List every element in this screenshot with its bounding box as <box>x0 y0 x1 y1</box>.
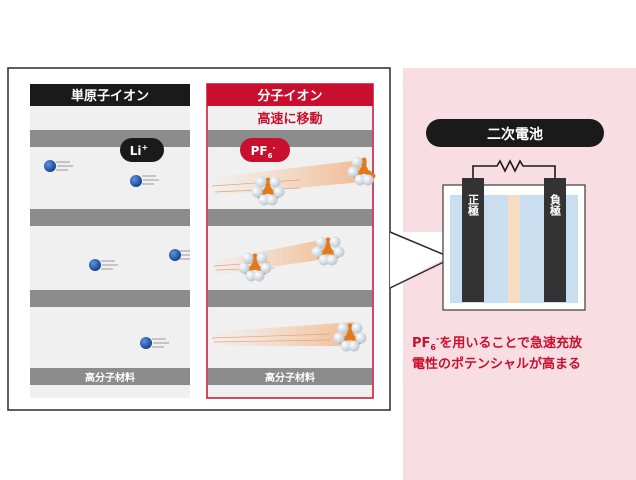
li-ion <box>140 337 169 349</box>
callout-line <box>389 257 453 289</box>
li-ion <box>44 160 73 172</box>
circuit-wire <box>472 159 556 180</box>
single-panel-footer: 高分子材料 <box>85 371 135 384</box>
battery-title-pill <box>426 119 604 147</box>
callout-line <box>389 231 453 259</box>
single-panel-header-bar <box>30 84 190 106</box>
li-ion <box>169 249 190 261</box>
pf6-ion-label-pill <box>240 138 290 162</box>
pf6-molecule <box>251 176 285 206</box>
pf6-molecule <box>333 322 367 352</box>
battery-caption-line1: PF6-を用いることで急速充放 <box>412 334 583 352</box>
negative-electrode <box>544 178 566 302</box>
molecular-panel-footer: 高分子材料 <box>265 371 315 384</box>
polymer-band <box>30 290 190 307</box>
negative-electrode-label: 負極 <box>549 193 563 217</box>
polymer-band <box>208 130 372 147</box>
molecular-ion-panel: 分子イオン 高速に移動 高分子材料 PF6- <box>206 83 376 399</box>
positive-electrode-label: 正極 <box>467 194 481 217</box>
pf6-molecule <box>238 252 272 282</box>
molecular-panel-subheader: 高速に移動 <box>257 111 322 127</box>
positive-electrode <box>462 178 484 302</box>
li-ion <box>130 175 159 187</box>
polymer-band <box>208 368 372 385</box>
callout-pointer <box>390 232 452 288</box>
li-ion <box>89 259 118 271</box>
pf6-molecule <box>347 156 376 186</box>
separator <box>508 195 520 303</box>
molecular-panel-header: 分子イオン <box>257 88 322 104</box>
battery-panel: 二次電池 正極 負極 PF6-を用いることで急速充放 電性のポテンシャルが高まる <box>389 68 636 480</box>
polymer-band <box>208 209 372 226</box>
polymer-band <box>30 368 190 385</box>
polymer-band <box>30 209 190 226</box>
battery-caption-line2: 電性のポテンシャルが高まる <box>412 356 581 372</box>
single-ion-panel: 単原子イオン 高分子材料 Li+ <box>30 84 190 398</box>
polymer-band <box>208 290 372 307</box>
pf6-ion-label: PF6- <box>251 144 276 160</box>
pf6-molecule <box>311 236 345 266</box>
battery-title: 二次電池 <box>487 126 543 143</box>
motion-trail <box>210 160 362 196</box>
li-ion-label-pill <box>120 138 164 162</box>
polymer-band <box>30 130 190 147</box>
molecular-panel-header-bar <box>207 84 373 106</box>
single-panel-header: 単原子イオン <box>71 88 149 104</box>
li-ion-label: Li+ <box>130 143 148 158</box>
